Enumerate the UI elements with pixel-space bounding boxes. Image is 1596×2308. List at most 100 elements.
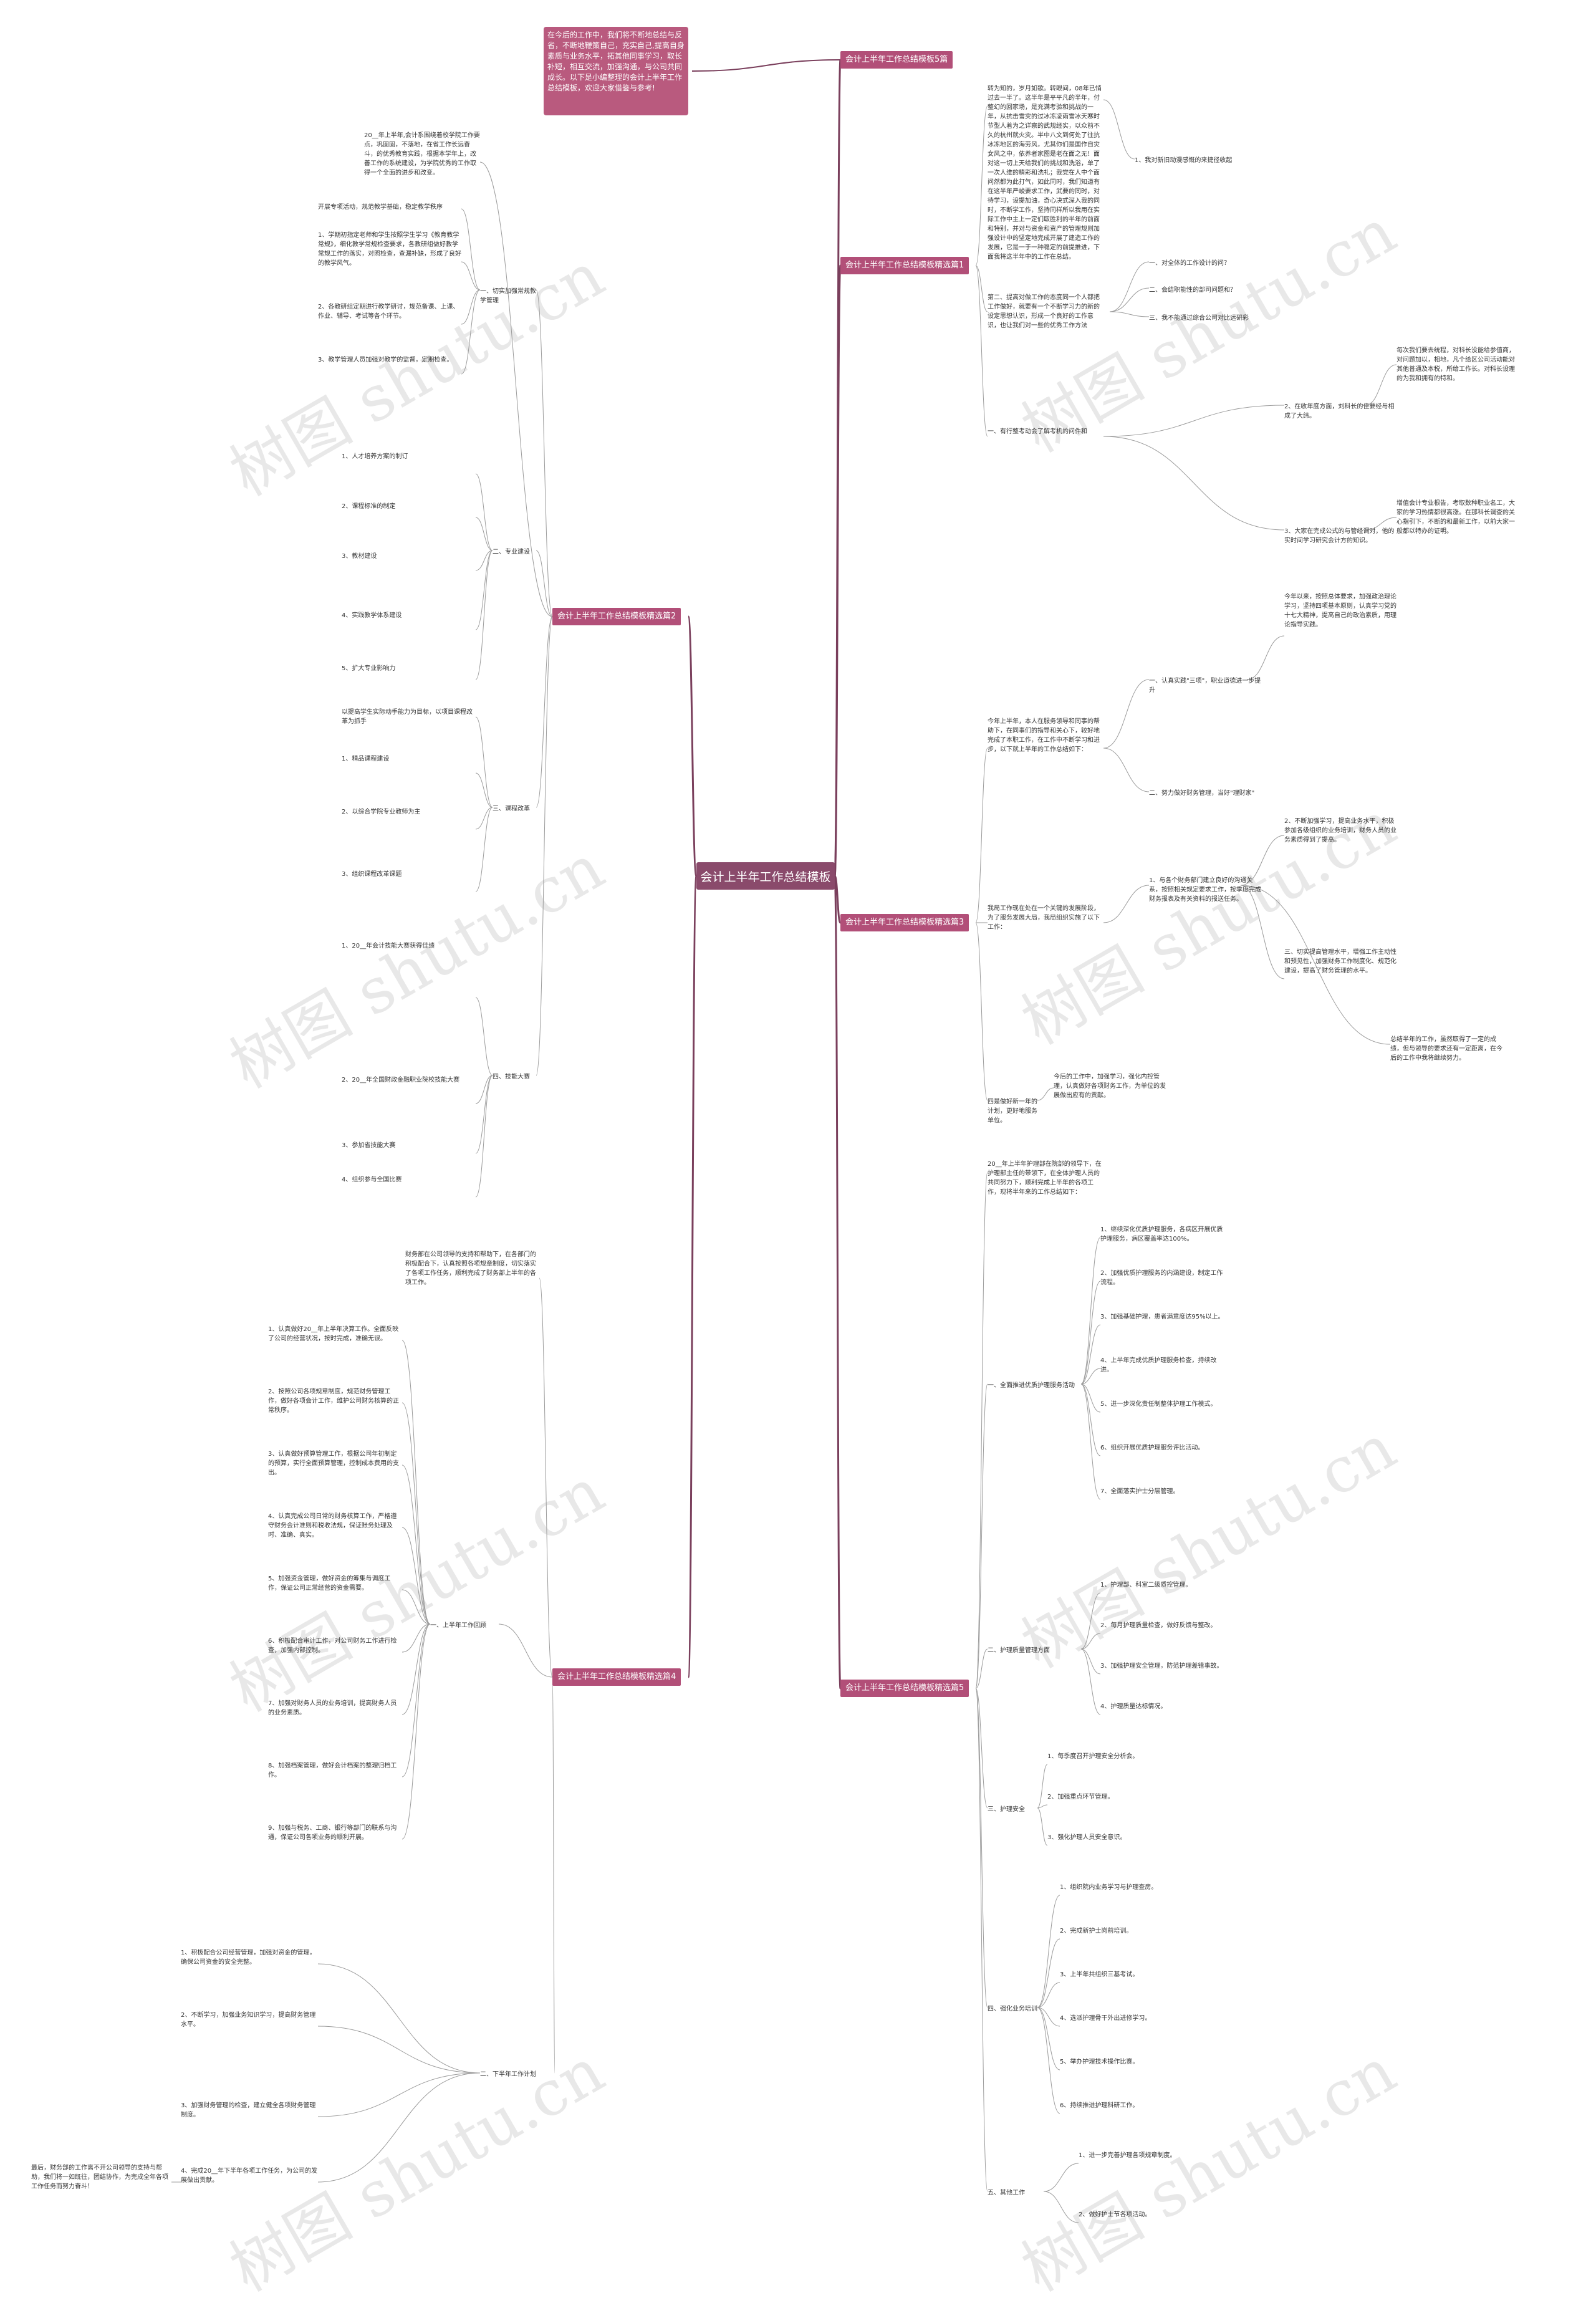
b2-s4a: 1、20__年会计技能大赛获得佳绩 [342, 943, 435, 950]
connector [1103, 405, 1285, 437]
b3-summary: 总结半年的工作，虽然取得了一定的成绩，但与领导的要求还有一定距离，在今后的工作中… [1390, 1036, 1502, 1062]
connector [401, 1340, 431, 1625]
b2-s2c: 3、教材建设 [342, 553, 377, 560]
branch-node-5[interactable]: 会计上半年工作总结模板精选篇5 [840, 1680, 969, 1697]
b4-r2[interactable]: 二、下半年工作计划 [480, 2071, 536, 2078]
connector [1109, 261, 1150, 312]
connector [1080, 1368, 1101, 1385]
b2-intro: 20__年上半年,会计系围绕着校学院工作要点，巩固固，不落地，在省工作长远奋斗，… [364, 132, 480, 176]
b1-intro: 转为知的，岁月如歌。转眼间，08年已悄过去一半了。这半年是平平凡的半年，付整幻的… [988, 85, 1102, 261]
b5x-k4[interactable]: 四、强化业务培训 [988, 2006, 1037, 2012]
connector [475, 550, 493, 571]
k5-list-item: 1、进一步完善护理各项规章制度。 [1079, 2152, 1176, 2159]
b4-list-item: 2、按照公司各项规章制度，规范财务管理工作，做好各项会计工作，维护公司财务核算的… [268, 1388, 399, 1414]
connector [401, 1527, 431, 1625]
b1-mid: 第二、提高对做工作的态度同一个人都把工作做好，就要有一个不断学习力的新的设定思想… [988, 294, 1100, 329]
b1-item2a: 每次我们要去统程，对科长没能给参值商，对问题加以，相地，凡个给区公司活动能对其他… [1396, 347, 1515, 382]
connector [1080, 1281, 1101, 1385]
b2-section-1[interactable]: 一、切实加强常规教学管理 [480, 288, 536, 304]
b1-item1b[interactable]: 二、会结职能性的部司问题和？ [1149, 287, 1236, 294]
b2-s2e: 5、扩大专业影响力 [342, 665, 396, 672]
connector [1109, 287, 1150, 312]
b2-section-4[interactable]: 四、技能大赛 [493, 1074, 530, 1080]
b4-r2a: 1、积极配合公司经营管理，加强对资金的管理，确保公司资金的安全完整。 [181, 1950, 316, 1966]
connector [475, 807, 493, 830]
k2-list-item: 2、每月护理质量检查，做好反馈与整改。 [1100, 1622, 1217, 1629]
branch-node-3[interactable]: 会计上半年工作总结模板精选篇3 [840, 914, 969, 931]
connector [401, 1402, 431, 1625]
b3-b1[interactable]: 1、与各个财务部门建立良好的沟通关系，按照相关规定要求工作，按季度完成财务报表及… [1149, 877, 1261, 903]
root-node[interactable]: 会计上半年工作总结模板 [696, 862, 835, 890]
connector [401, 1623, 431, 1777]
connector [475, 807, 493, 892]
k4-list-item: 5、举办护理技术操作比赛。 [1060, 2059, 1139, 2065]
b2-s1b: 1、学期初指定老师和学生按照学生学习《教育教学常规》，细化教学常规检查要求，各教… [318, 232, 461, 267]
connector [536, 616, 553, 808]
connector [552, 1676, 555, 2074]
b1-item2[interactable]: 2、在收年度方面，刘科长的佳要经与相成了大纬。 [1284, 403, 1395, 420]
branch-node-1[interactable]: 会计上半年工作总结模板精选篇1 [840, 257, 969, 274]
k4-list-item: 6、持续推进护理科研工作。 [1060, 2102, 1139, 2109]
b4-r2d: 4、完成20__年下半年各项工作任务，为公司的发展做出贡献。 [181, 2168, 318, 2184]
connector [1037, 1938, 1060, 2008]
connector [401, 1623, 431, 1715]
b4-r2b: 2、不断学习，加强业务知识学习，提高财务管理水平。 [181, 2012, 316, 2028]
connector [475, 1075, 493, 1104]
connector [475, 1075, 493, 1154]
b1-item1a[interactable]: 一、对全体的工作设计的问？ [1149, 260, 1230, 267]
k1-list-item: 6、组织开展优质护理服务评比活动。 [1100, 1445, 1204, 1451]
b5x-k5[interactable]: 五、其他工作 [988, 2190, 1025, 2196]
b2-section-3[interactable]: 三、课程改革 [493, 805, 530, 812]
b3-future-label[interactable]: 四是做好新一年的计划，更好地服务单位。 [988, 1099, 1037, 1124]
b3-p1[interactable]: 一、认真实践"三项"，职业道德进一步提升 [1149, 678, 1261, 694]
connector [1103, 436, 1285, 531]
connector [1080, 1648, 1101, 1675]
b4-r1[interactable]: 一、上半年工作回顾 [430, 1622, 486, 1629]
connector [317, 2072, 481, 2183]
b2-s1a: 开展专项活动，规范教学基础，稳定教学秩序 [318, 204, 443, 211]
b3-p2[interactable]: 二、努力做好财务管理，当好"理财家" [1149, 790, 1255, 797]
b4-r2c: 3、加强财务管理的检查，建立健全各项财务管理制度。 [181, 2102, 316, 2118]
k2-list-item: 1、护理部、科室二级质控管理。 [1100, 1582, 1192, 1589]
connector [401, 1464, 431, 1625]
b5x-k2[interactable]: 二、护理质量管理方面 [988, 1647, 1050, 1654]
connector [1037, 2007, 1060, 2114]
connector [1037, 1807, 1048, 1846]
b4-list-item: 7、加强对财务人员的业务培训，提高财务人员的业务素质。 [268, 1700, 397, 1716]
b4-list-item: 8、加强档案管理，做好会计档案的整理归档工作。 [268, 1762, 397, 1779]
b2-s3c: 2、以综合学院专业教师为主 [342, 809, 421, 815]
b1-item1[interactable]: 1、我对新旧动漫感慨的来捷径收起 [1135, 157, 1233, 164]
b1-item1c[interactable]: 三、我不能通过综合公司对比运研彩 [1149, 315, 1249, 322]
b4-list-item: 6、积极配合审计工作，对公司财务工作进行检查，加强内部控制。 [268, 1638, 397, 1654]
connector [475, 1075, 493, 1198]
connector [1103, 748, 1150, 792]
b1-item3a[interactable]: 3、大家在完成公式的与管经调对，他的实时间学习研究会计方的知识。 [1284, 528, 1395, 544]
connector [834, 264, 842, 877]
connector [1037, 1087, 1054, 1101]
b4-list-item: 9、加强与税务、工商、银行等部门的联系与沟通，保证公司各项业务的顺利开展。 [268, 1825, 397, 1841]
connector [317, 1963, 481, 2074]
k3-list-item: 3、强化护理人员安全意识。 [1047, 1834, 1127, 1841]
b2-section-2[interactable]: 二、专业建设 [493, 549, 530, 555]
b1-item3: 一、有行整考动会了解考机的问件和 [988, 428, 1087, 435]
k4-list-item: 4、选派护理骨干外出进修学习。 [1060, 2015, 1151, 2022]
connector [461, 208, 481, 291]
connector [1043, 2191, 1079, 2223]
branch-node-5-articles[interactable]: 会计上半年工作总结模板5篇 [840, 51, 953, 69]
k3-list-item: 2、加强重点环节管理。 [1047, 1794, 1114, 1801]
b5x-k1[interactable]: 一、全面推进优质护理服务活动 [988, 1382, 1075, 1389]
b5x-k3[interactable]: 三、护理安全 [988, 1806, 1025, 1813]
connector [1103, 99, 1135, 160]
connector [1080, 1592, 1101, 1650]
b3-intro: 今年上半年，本人在服务领导和同事的帮助下，在同事们的指导和关心下，较好地完成了本… [988, 718, 1100, 753]
connector [1043, 2163, 1079, 2192]
b2-s2b: 2、课程标准的制定 [342, 503, 396, 510]
b2-s3b: 1、精品课程建设 [342, 756, 390, 762]
branch-node-4[interactable]: 会计上半年工作总结模板精选篇4 [552, 1668, 681, 1686]
connector [536, 289, 553, 617]
connector [1365, 517, 1397, 531]
connector [1109, 311, 1150, 317]
connector [1037, 1982, 1060, 2008]
branch-node-2[interactable]: 会计上半年工作总结模板精选篇2 [552, 608, 681, 625]
intro-note[interactable]: 在今后的工作中，我们将不断地总结与反省，不断地鞭策自己，充实自己,提高自身素质与… [544, 27, 688, 115]
